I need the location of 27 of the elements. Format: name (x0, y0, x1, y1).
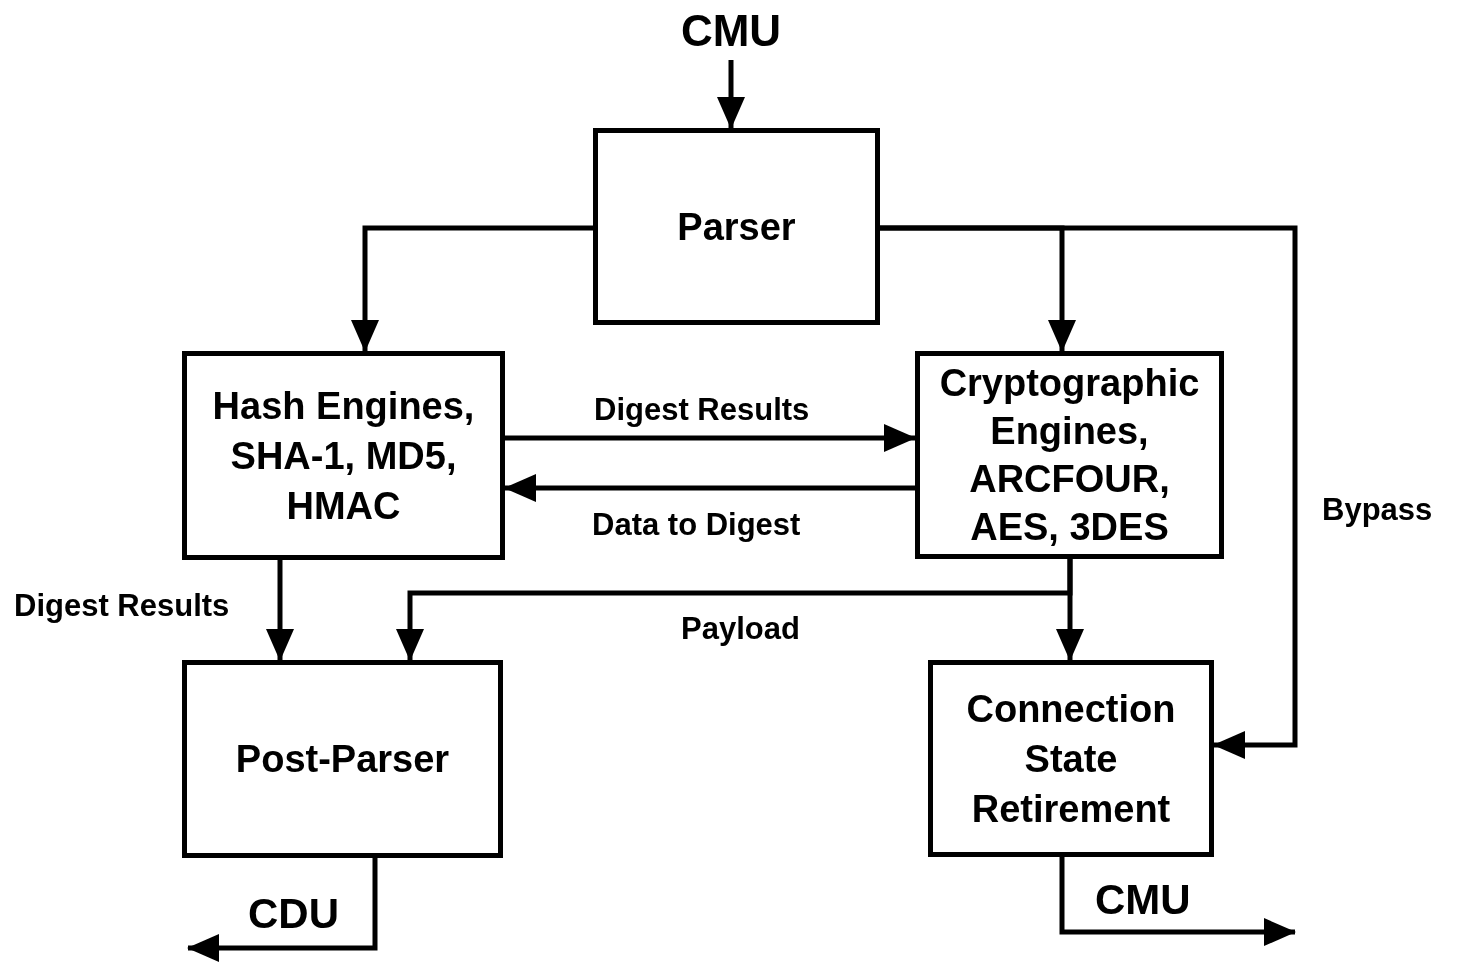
box-label: Parser (677, 204, 796, 250)
signal-label: CMU (680, 6, 782, 56)
process-box (928, 660, 1214, 857)
arrow (717, 60, 745, 129)
edge-label: Bypass (1322, 492, 1433, 528)
edge-label: CDU (248, 890, 339, 938)
edge-label: Data to Digest (592, 507, 801, 543)
arrow (351, 225, 593, 352)
arrow (1059, 857, 1296, 946)
box-label: Hash Engines, SHA-1, MD5, HMAC (211, 383, 476, 529)
edge-label: CMU (1095, 876, 1191, 924)
box-label: Connection State Retirement (965, 686, 1177, 832)
edge-label: Payload (681, 611, 800, 647)
process-box (182, 351, 505, 560)
arrow (187, 858, 378, 962)
process-box (182, 660, 503, 858)
process-box (915, 351, 1224, 559)
edge-label: Digest Results (594, 392, 810, 428)
arrow (1056, 559, 1084, 661)
arrow (505, 424, 916, 452)
arrow (504, 474, 915, 502)
edge-label: Digest Results (14, 588, 230, 624)
process-box (593, 128, 880, 325)
arrow (266, 560, 294, 661)
arrow (880, 225, 1298, 759)
box-label: Post-Parser (235, 737, 450, 782)
box-label: Cryptographic Engines, ARCFOUR, AES, 3DES (938, 361, 1201, 550)
